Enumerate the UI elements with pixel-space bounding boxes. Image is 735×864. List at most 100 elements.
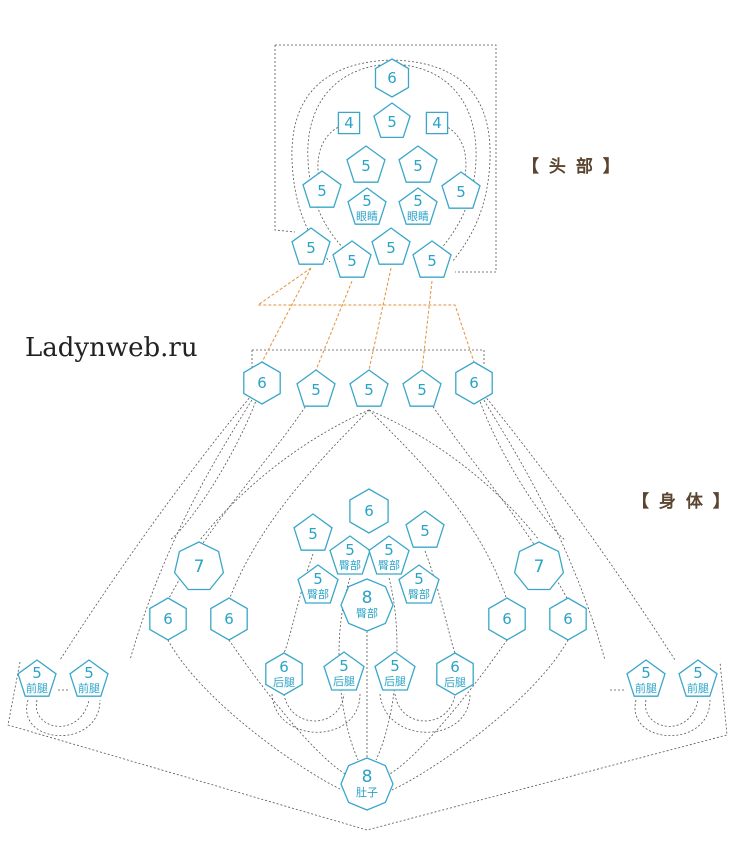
piece-hip-c8: 8臀部 bbox=[340, 578, 394, 632]
piece-front-l1: 5前腿 bbox=[17, 659, 57, 697]
piece-hind-1: 6后腿 bbox=[265, 652, 303, 696]
polygon-shape bbox=[346, 145, 386, 183]
piece-back-6: 6 bbox=[349, 488, 389, 534]
polygon-shape bbox=[398, 145, 438, 183]
polygon-shape bbox=[549, 597, 587, 641]
polygon-shape bbox=[425, 111, 449, 135]
piece-head-fl5: 5 bbox=[302, 170, 342, 208]
polygon-shape bbox=[455, 361, 493, 405]
piece-count-label: 5 bbox=[345, 541, 355, 559]
piece-count-label: 6 bbox=[279, 658, 289, 676]
piece-count-label: 8 bbox=[362, 767, 373, 787]
piece-back-r5: 5 bbox=[405, 510, 445, 548]
piece-head-c5: 5 bbox=[373, 102, 411, 139]
piece-count-label: 5 bbox=[306, 239, 316, 257]
polygon-shape bbox=[340, 757, 394, 811]
seam-line bbox=[368, 409, 508, 601]
piece-count-label: 5 bbox=[32, 664, 42, 682]
piece-count-label: 5 bbox=[339, 657, 349, 675]
piece-part-label: 肚子 bbox=[356, 785, 378, 799]
piece-count-label: 5 bbox=[427, 252, 437, 270]
piece-head-ml5: 5 bbox=[346, 145, 386, 183]
piece-count-label: 6 bbox=[387, 69, 397, 87]
piece-hind-3: 5后腿 bbox=[374, 651, 416, 691]
seam-line bbox=[473, 382, 606, 661]
piece-count-label: 5 bbox=[387, 113, 397, 131]
seam-line bbox=[199, 409, 370, 541]
piece-hip-ll: 5臀部 bbox=[297, 564, 339, 604]
polygon-shape bbox=[349, 488, 389, 534]
polygon-shape bbox=[265, 652, 303, 696]
polygon-shape bbox=[332, 240, 372, 278]
piece-head-eye-r: 5眼睛 bbox=[398, 187, 438, 225]
piece-head-b4-5: 5 bbox=[412, 240, 452, 278]
piece-part-label: 前腿 bbox=[26, 681, 48, 695]
polygon-shape bbox=[210, 597, 248, 641]
seam-line bbox=[129, 382, 263, 661]
polygon-shape bbox=[513, 541, 565, 591]
piece-part-label: 眼睛 bbox=[356, 210, 378, 223]
piece-count-label: 6 bbox=[257, 374, 267, 392]
piece-head-fr5: 5 bbox=[441, 171, 481, 209]
piece-count-label: 4 bbox=[432, 114, 442, 132]
piece-neck-r5: 5 bbox=[402, 369, 442, 407]
polygon-shape bbox=[349, 369, 389, 407]
piece-count-label: 6 bbox=[450, 658, 460, 676]
piece-hind-4: 6后腿 bbox=[436, 652, 474, 696]
piece-head-top: 6 bbox=[374, 58, 410, 98]
piece-head-b3-5: 5 bbox=[371, 227, 411, 265]
piece-count-label: 6 bbox=[364, 502, 374, 520]
joining-lines bbox=[256, 267, 475, 371]
seam-line bbox=[167, 389, 317, 601]
piece-side-r6b: 6 bbox=[549, 597, 587, 641]
polygon-shape bbox=[340, 578, 394, 632]
piece-neck-r6: 6 bbox=[455, 361, 493, 405]
piece-side-r6a: 6 bbox=[488, 597, 526, 641]
piece-count-label: 8 bbox=[362, 588, 373, 608]
piece-count-label: 5 bbox=[417, 381, 427, 399]
piece-count-label: 6 bbox=[502, 610, 512, 628]
polygon-shape bbox=[441, 171, 481, 209]
piece-part-label: 前腿 bbox=[78, 681, 100, 695]
piece-part-label: 臀部 bbox=[307, 587, 329, 601]
piece-count-label: 5 bbox=[413, 157, 423, 175]
piece-part-label: 前腿 bbox=[687, 681, 709, 695]
piece-part-label: 眼睛 bbox=[407, 210, 429, 223]
seam-line bbox=[424, 550, 456, 654]
piece-part-label: 前腿 bbox=[635, 681, 657, 695]
piece-part-label: 臀部 bbox=[356, 606, 378, 620]
seam-line bbox=[394, 693, 456, 722]
piece-count-label: 5 bbox=[313, 570, 323, 588]
piece-part-label: 后腿 bbox=[333, 675, 355, 688]
piece-count-label: 5 bbox=[361, 157, 371, 175]
piece-count-label: 5 bbox=[386, 239, 396, 257]
piece-head-eye-l: 5眼睛 bbox=[347, 187, 387, 225]
piece-count-label: 5 bbox=[414, 570, 424, 588]
piece-belly: 8肚子 bbox=[340, 757, 394, 811]
polygon-shape bbox=[398, 564, 440, 604]
polygon-shape bbox=[398, 187, 438, 225]
piece-head-b2-5: 5 bbox=[332, 240, 372, 278]
seam-line bbox=[26, 699, 101, 737]
piece-head-r4: 4 bbox=[425, 111, 449, 135]
polygon-shape bbox=[374, 58, 410, 98]
polygon-shape bbox=[368, 535, 410, 575]
piece-front-r1: 5前腿 bbox=[626, 659, 666, 697]
piece-count-label: 5 bbox=[693, 664, 703, 682]
piece-count-label: 7 bbox=[194, 557, 205, 577]
seam-line bbox=[379, 693, 471, 733]
piece-count-label: 5 bbox=[317, 182, 327, 200]
piece-part-label: 后腿 bbox=[444, 676, 466, 689]
piece-count-label: 5 bbox=[362, 192, 372, 210]
piece-count-label: 5 bbox=[84, 664, 94, 682]
seam-line bbox=[368, 409, 540, 541]
piece-count-label: 5 bbox=[311, 381, 321, 399]
seam-line bbox=[35, 699, 90, 727]
piece-count-label: 5 bbox=[456, 183, 466, 201]
seam-line bbox=[634, 699, 711, 737]
polygon-shape bbox=[243, 361, 281, 405]
piece-neck-c5: 5 bbox=[349, 369, 389, 407]
polygon-shape bbox=[297, 564, 339, 604]
